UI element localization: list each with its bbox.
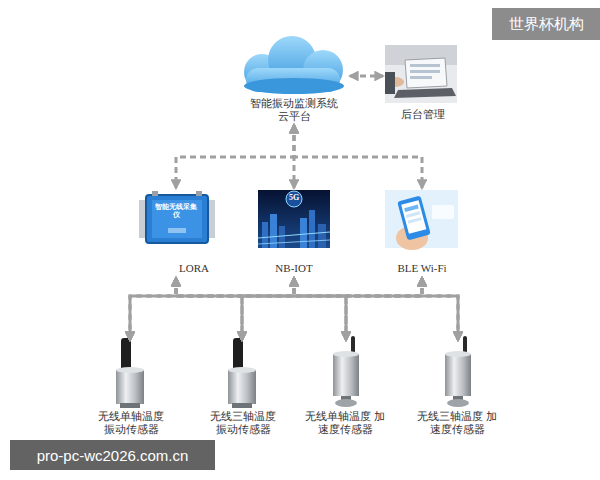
acceleration-sensor-photo-part [335,399,357,407]
5g-network-photo-part [258,190,330,248]
acceleration-sensor-photo-part [447,399,469,407]
ble-wifi-node: BLE Wi-Fi [382,188,462,278]
node-text: 后台管理 [383,108,463,121]
node-text: 无线单轴温度 振动传感器 [95,410,167,436]
acceleration-sensor-photo-part [445,354,471,396]
dashed-connector [346,278,422,340]
admin-photo [385,45,457,103]
vibration-sensor-photo-part [228,367,256,373]
admin-photo-part [394,88,456,98]
admin-photo-part [410,70,440,73]
dashed-connector [130,278,294,340]
dashed-connector [350,75,383,78]
dashed-connector [130,278,176,340]
watermark-badge: 世界杯机构 [492,8,600,40]
admin-photo-part [410,64,440,67]
node-text: 智能振动监测系统 云平台 [244,97,344,123]
gateway-photo [133,190,221,250]
dashed-connector [176,278,242,340]
node-text: NB-IOT [256,262,332,275]
node-text: LORA [166,262,222,275]
gateway-photo-part [152,200,202,238]
node-text: 无线三轴温度 加速度传感器 [415,410,499,436]
5g-network-photo-part [309,210,315,248]
cloud-illustration [244,36,344,94]
mobile-app-photo-part [401,200,426,234]
admin-photo-part [385,72,395,94]
dashed-connector [242,278,294,340]
5g-network-photo-part [258,240,330,244]
5g-network-photo-part [318,224,326,248]
node-text: 无线三轴温度 振动传感器 [207,410,279,436]
mobile-app-photo-part [404,205,419,212]
acceleration-sensor-photo [333,336,359,407]
5g-network-photo-part [279,226,285,248]
vibration-sensor-photo [228,338,256,408]
5g-network-photo [258,190,330,248]
acceleration-sensor-photo-part [333,354,359,396]
dashed-connector [176,278,346,340]
nb-iot-node: 5G NB-IOT [256,188,332,278]
dashed-connector [422,278,458,340]
mobile-app-photo-part [407,217,421,224]
mobile-app-photo-part [406,211,420,218]
vibration-sensor-photo-part [233,338,243,372]
node-text: 5G [282,193,306,202]
dashed-connector [130,278,422,340]
dashed-connector [294,278,458,340]
node-text: 智能无线采集仪 [152,203,200,219]
admin-node: 后台管理 [383,44,463,124]
sensor-node: 无线三轴温度 加速度传感器 [410,340,506,436]
acceleration-sensor-photo [445,336,471,407]
gateway-photo-part [133,190,221,250]
gateway-photo-part [152,191,158,196]
dashed-connector [294,278,346,340]
mobile-app-photo [385,190,458,250]
watermark-url: pro-pc-wc2026.com.cn [10,440,215,470]
sensor-node: 无线三轴温度 振动传感器 [194,340,290,436]
node-text: BLE Wi-Fi [382,262,462,275]
vibration-sensor-photo-part [116,367,144,373]
5g-network-photo-part [300,218,307,248]
dashed-connector [294,125,422,188]
dashed-connector [176,278,458,340]
vibration-sensor-photo-part [120,403,140,408]
gateway-photo-part [146,195,208,243]
node-text: 无线单轴温度 加速度传感器 [303,410,387,436]
mobile-app-photo-part [397,196,431,241]
admin-photo-part [385,45,457,103]
admin-photo-part [410,76,432,79]
cloud-illustration-part [244,78,344,94]
mobile-app-photo-part [432,205,454,219]
acceleration-sensor-photo-part [445,351,471,357]
vibration-sensor-photo-part [121,338,131,372]
dashed-connector [242,278,422,340]
admin-photo-part [405,58,447,88]
acceleration-sensor-photo-part [333,351,359,357]
vibration-sensor-photo-part [228,370,256,404]
vibration-sensor-photo [116,338,144,408]
5g-network-photo-part [258,232,330,238]
cloud-platform-node: 智能振动监测系统 云平台 [238,40,350,125]
vibration-sensor-photo-part [232,403,252,408]
vibration-sensor-photo-part [116,370,144,404]
sensor-node: 无线单轴温度 振动传感器 [82,340,178,436]
lora-gateway-node: 智能无线采集仪 LORA [130,188,222,278]
dashed-connector [176,125,294,188]
gateway-photo-part [168,228,186,233]
sensor-node: 无线单轴温度 加速度传感器 [298,340,394,436]
gateway-photo-part [196,191,202,196]
dashed-connector [293,125,296,188]
